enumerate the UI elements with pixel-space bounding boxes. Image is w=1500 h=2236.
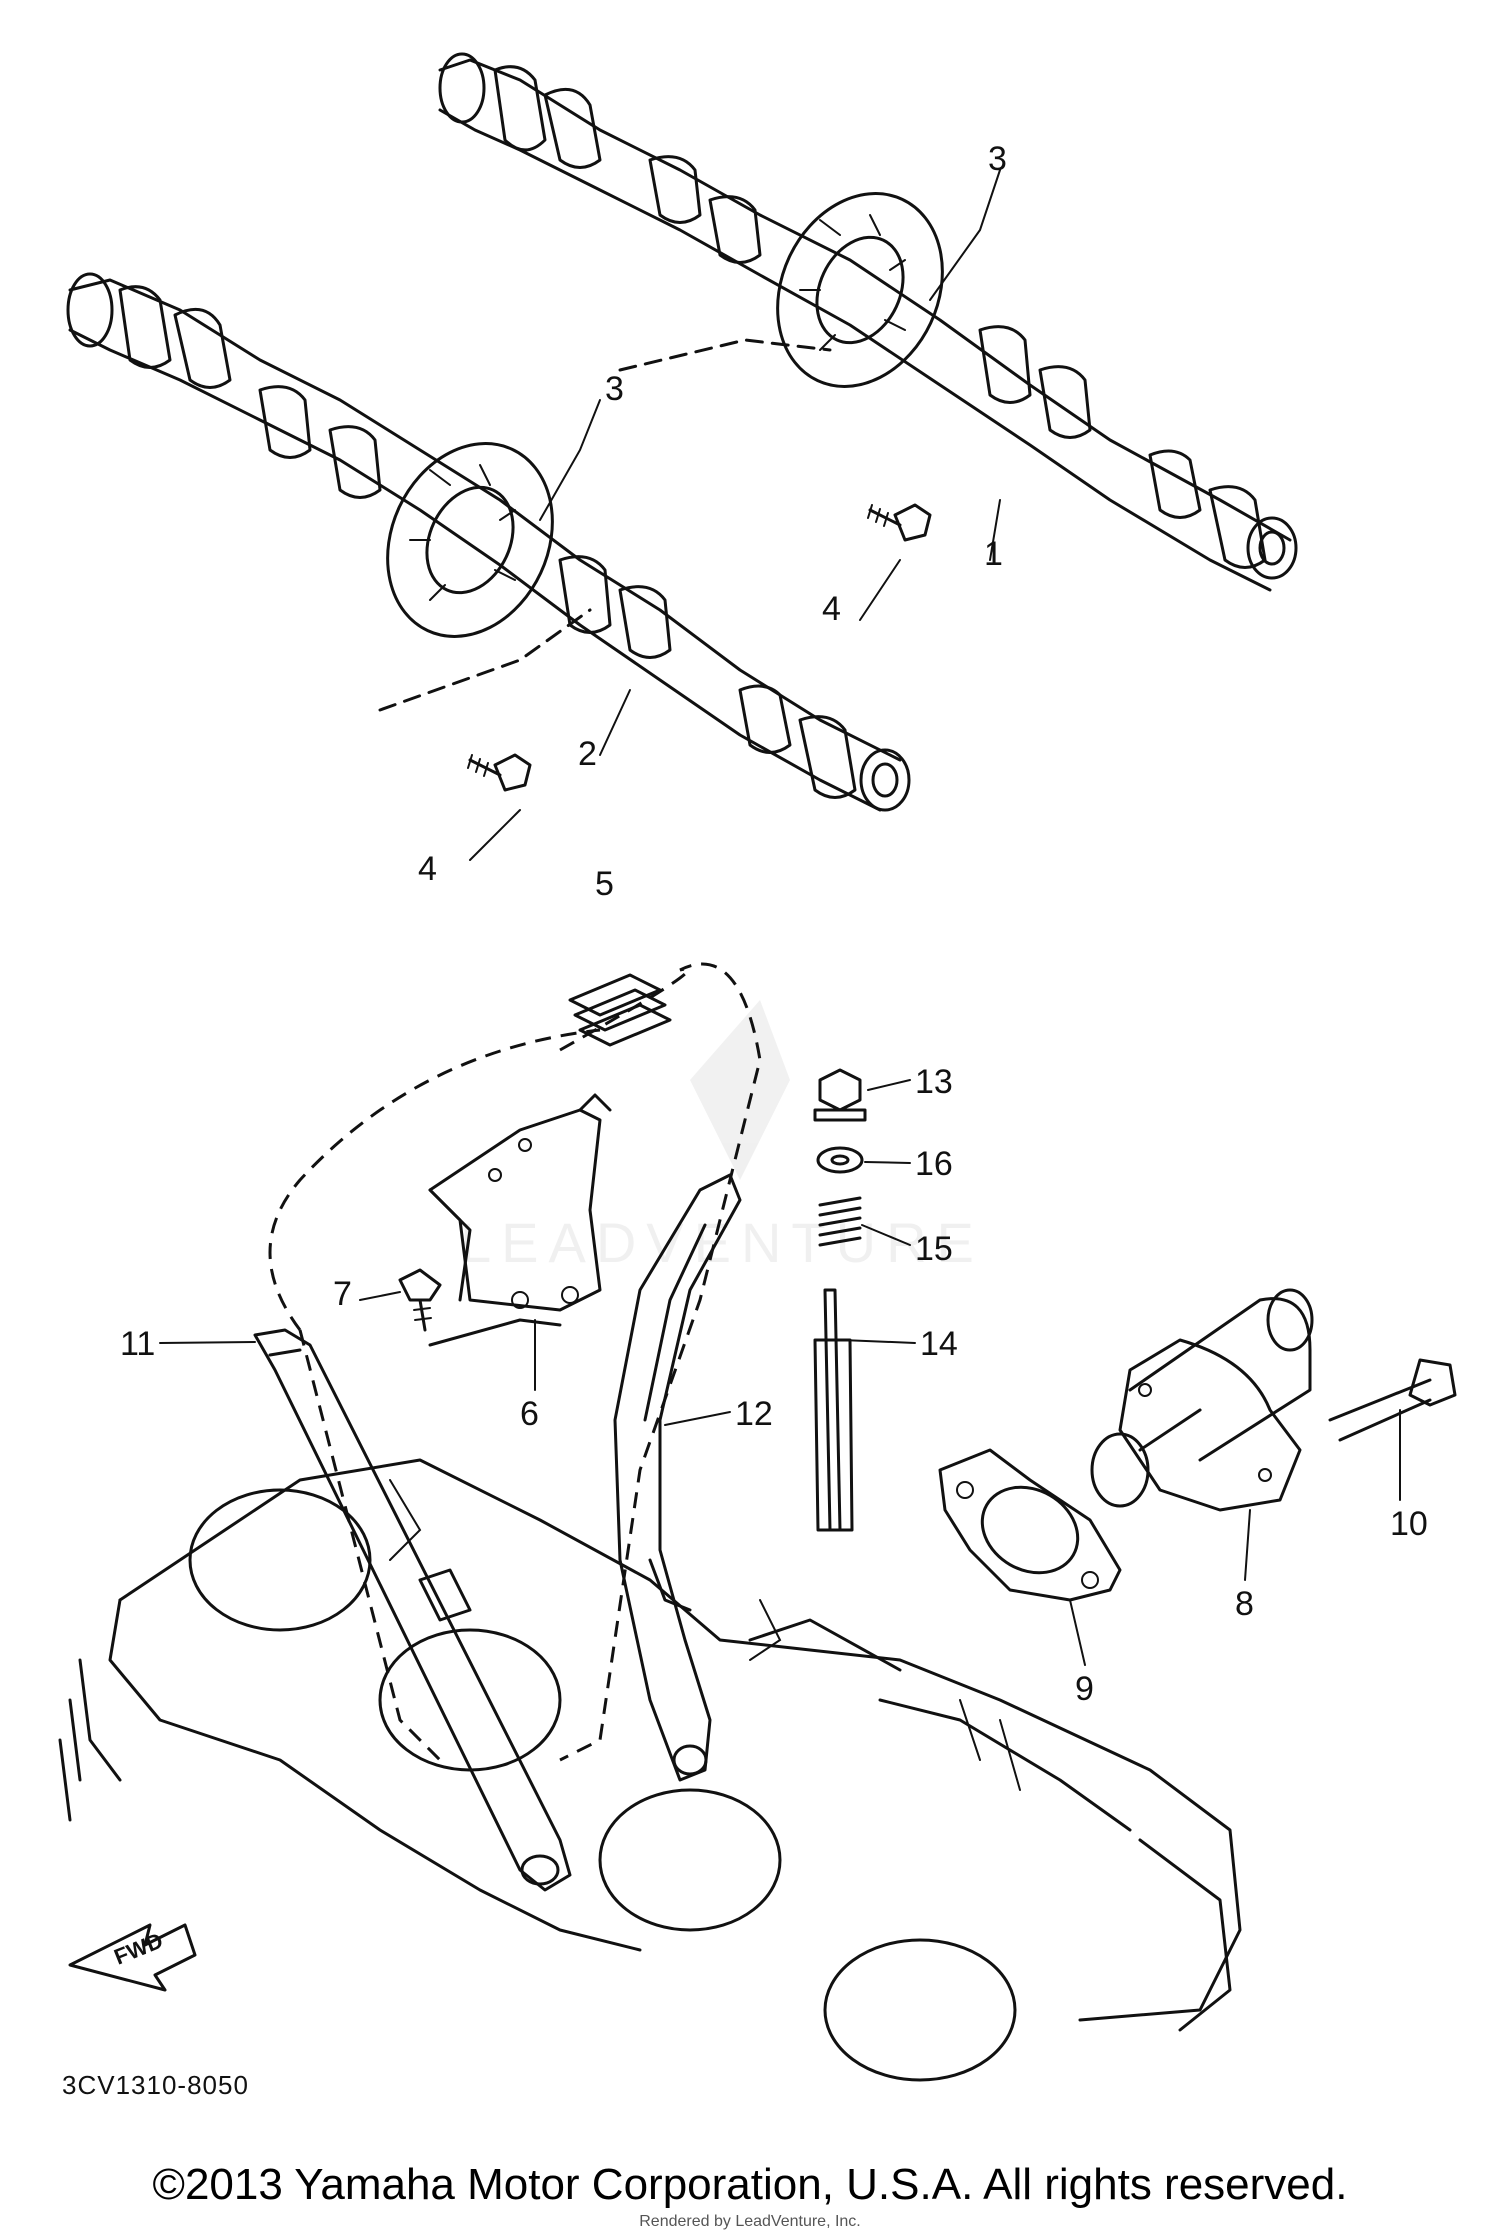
rendered-by-notice: Rendered by LeadVenture, Inc. <box>639 2213 861 2230</box>
chain-guide-top <box>428 1093 612 1347</box>
callout-2: 2 <box>578 735 597 773</box>
tensioner-gasket <box>938 1448 1122 1602</box>
callout-3-upper: 3 <box>988 140 1007 178</box>
cam-chain <box>268 962 762 1762</box>
callout-1: 1 <box>984 535 1003 573</box>
callout-14: 14 <box>920 1325 958 1363</box>
callout-13: 13 <box>915 1063 953 1101</box>
tensioner-rod <box>813 1288 854 1532</box>
part-code: 3CV1310-8050 <box>62 2070 249 2100</box>
guide-bolt <box>398 1268 442 1332</box>
copyright-notice: ©2013 Yamaha Motor Corporation, U.S.A. A… <box>152 2160 1348 2209</box>
chain-guide-exhaust <box>253 1328 572 1892</box>
callout-11: 11 <box>120 1325 155 1363</box>
fwd-label: FWD <box>111 1928 167 1970</box>
callout-9: 9 <box>1075 1670 1094 1708</box>
cam-sprocket-upper <box>618 192 944 388</box>
cam-sprocket-lower <box>378 442 592 712</box>
camshaft-upper <box>438 52 1298 592</box>
chain-link <box>568 973 672 1047</box>
tensioner-washer <box>816 1146 864 1174</box>
callout-12: 12 <box>735 1395 773 1433</box>
chain-guide-intake <box>613 1173 742 1782</box>
callouts: 3 3 4 4 2 1 5 13 16 15 14 7 11 6 12 10 8… <box>120 140 1428 1708</box>
sprocket-bolt-upper <box>867 503 932 542</box>
callout-leaders <box>159 1079 1401 1666</box>
callout-16: 16 <box>915 1145 953 1183</box>
callout-3-lower: 3 <box>605 370 624 408</box>
cam-chain-tensioner <box>1090 1288 1314 1512</box>
camshaft-lower <box>66 272 911 812</box>
callout-8: 8 <box>1235 1585 1254 1623</box>
leader-lines-upper <box>469 169 1001 861</box>
callout-6: 6 <box>520 1395 539 1433</box>
sprocket-bolt-lower <box>467 753 532 792</box>
cylinder-head <box>58 1458 1242 2082</box>
callout-15: 15 <box>915 1230 953 1268</box>
callout-5: 5 <box>595 865 614 903</box>
tensioner-spring <box>818 1196 862 1247</box>
callout-4-upper: 4 <box>822 590 841 628</box>
callout-7: 7 <box>333 1275 352 1313</box>
tensioner-cap-bolt <box>813 1068 867 1122</box>
callout-10: 10 <box>1390 1505 1428 1543</box>
callout-4-lower: 4 <box>418 850 437 888</box>
tensioner-bolt <box>1328 1358 1457 1442</box>
fwd-arrow-icon: FWD <box>68 1923 197 1992</box>
